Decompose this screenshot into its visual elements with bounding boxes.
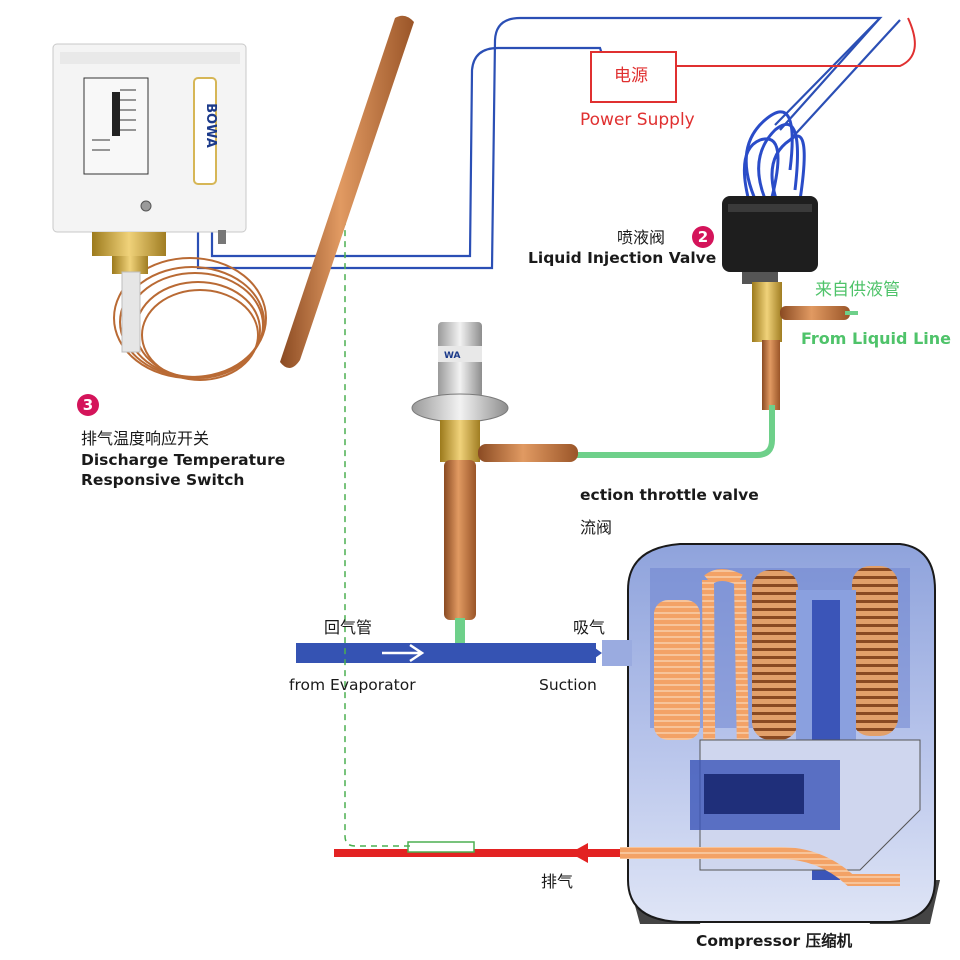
valve-side-port [478,444,578,462]
discharge-line-internal [620,847,900,886]
valve-outlet-pipe [762,340,780,410]
suction-inlet [602,640,632,666]
compressor-label: Compressor 压缩机 [696,932,853,950]
sensor-capillary [344,170,410,847]
solenoid-coil [722,196,818,272]
flow-arrow [382,643,425,663]
sensor-bulb [407,841,475,853]
power-supply-en: Power Supply [580,110,695,130]
power-wires [675,17,916,67]
injection-valve-cn: 喷液阀 [617,228,666,247]
injection-valve-en: Liquid Injection Valve [528,249,717,267]
liquid-line [570,405,775,458]
discharge-cn: 排气 [541,872,574,891]
suction-pipe [296,643,602,663]
switch-badge: 3 [77,394,99,416]
blue-wire-top [779,17,881,131]
liquid-line-inlet [780,306,850,320]
red-wire [675,17,916,67]
liquid-line-cn: 来自供液管 [815,280,900,300]
motor-coil-right [852,566,898,736]
return-pipe-en: from Evaporator [289,676,416,694]
throttle-valve-en: ection throttle valve [580,486,759,504]
blue-wire-inner [210,46,512,258]
blue-wire-top-2 [789,19,901,141]
valve-diaphragm [411,393,509,423]
injection-valve-badge: 2 [692,226,714,248]
power-supply-box [590,51,677,103]
discharge-muffler [654,600,700,740]
switch-brand: BOWA [202,103,218,148]
suction-cn: 吸气 [573,618,606,637]
mount-screw [140,200,152,212]
brand-plate [193,77,217,185]
blue-wire-outer [196,16,883,270]
switch-en-line2: Responsive Switch [81,471,245,489]
discharge-pipe [334,841,624,863]
temperature-switch [52,43,247,353]
liquid-line-en: From Liquid Line [801,329,951,348]
liquid-injection-valve [722,196,850,410]
valve-body [752,282,782,342]
valve-brand-mark: WA [444,351,461,361]
suction-en: Suction [539,676,597,694]
power-supply-cn: 电源 [614,66,648,86]
return-pipe-cn: 回气管 [324,618,373,637]
throttle-valve-cn: 流阀 [580,518,613,537]
injection-throttle-valve: WA [411,322,578,620]
valve-nut [440,420,480,462]
switch-en-line1: Discharge Temperature [81,451,286,469]
throttle-connector [455,618,465,646]
temperature-probe [280,15,414,369]
valve-outlet [444,460,476,620]
motor-coil-left [752,570,798,740]
switch-cn: 排气温度响应开关 [81,429,210,448]
compressor [602,543,940,924]
solenoid-lead-wires [742,110,806,211]
signal-wires [196,16,901,270]
switch-brass-fitting [92,232,166,256]
switch-stem [121,271,141,353]
